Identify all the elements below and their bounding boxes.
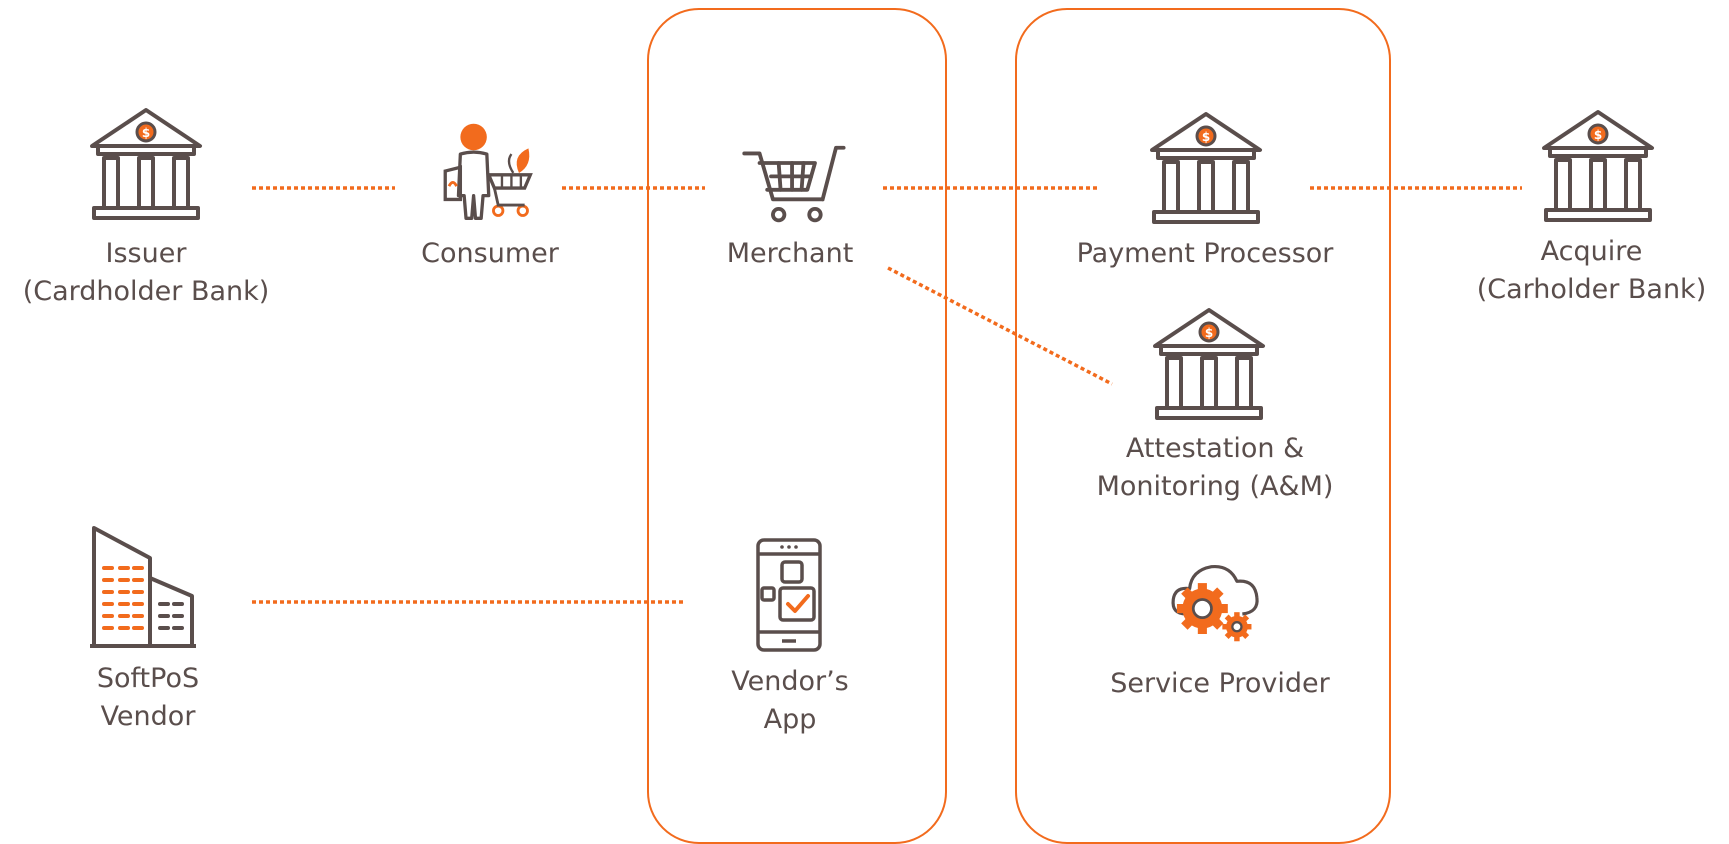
issuer-label-line1: Issuer <box>105 238 187 269</box>
attestation-label: Attestation & Monitoring (A&M) <box>1060 430 1370 506</box>
svg-text:$: $ <box>1594 128 1602 142</box>
bank-icon: $ <box>1153 308 1265 420</box>
office-building-icon <box>90 526 196 648</box>
acquirer-label-line1: Acquire <box>1540 236 1643 267</box>
svg-text:$: $ <box>1205 326 1213 340</box>
attestation-label-line2: Monitoring (A&M) <box>1096 471 1334 502</box>
issuer-label-line2: (Cardholder Bank) <box>22 276 270 307</box>
merchant-label-line1: Merchant <box>726 238 854 269</box>
softpos-vendor-label: SoftPoS Vendor <box>48 660 248 736</box>
payment-processor-label: Payment Processor <box>1045 235 1365 273</box>
service-provider-label: Service Provider <box>1065 665 1375 703</box>
merchant-label: Merchant <box>690 235 890 273</box>
acquirer-label-line2: (Carholder Bank) <box>1476 274 1707 305</box>
issuer-label: Issuer (Cardholder Bank) <box>0 235 292 311</box>
consumer-label: Consumer <box>390 235 590 273</box>
vendor-app-label-line2: App <box>763 704 817 735</box>
bank-icon: $ <box>1542 110 1654 222</box>
svg-text:$: $ <box>1202 130 1210 144</box>
consumer-label-line1: Consumer <box>421 238 559 269</box>
shopper-icon <box>443 123 533 220</box>
attestation-label-line1: Attestation & <box>1125 433 1305 464</box>
cloud-gears-icon <box>1171 564 1259 642</box>
bank-icon: $ <box>90 108 202 220</box>
svg-text:$: $ <box>142 126 150 140</box>
vendor-app-label-line1: Vendor’s <box>731 666 849 697</box>
acquirer-label: Acquire (Carholder Bank) <box>1454 233 1729 309</box>
bank-icon: $ <box>1150 112 1262 224</box>
softpos-vendor-label-line1: SoftPoS <box>96 663 200 694</box>
softpos-vendor-label-line2: Vendor <box>100 701 196 732</box>
connector-merchant-attestation <box>887 266 1113 386</box>
vendor-app-label: Vendor’s App <box>690 663 890 739</box>
payment-processor-label-line1: Payment Processor <box>1076 238 1334 269</box>
shopping-cart-icon <box>742 145 846 223</box>
mobile-app-icon <box>756 538 822 652</box>
service-provider-label-line1: Service Provider <box>1110 668 1330 699</box>
